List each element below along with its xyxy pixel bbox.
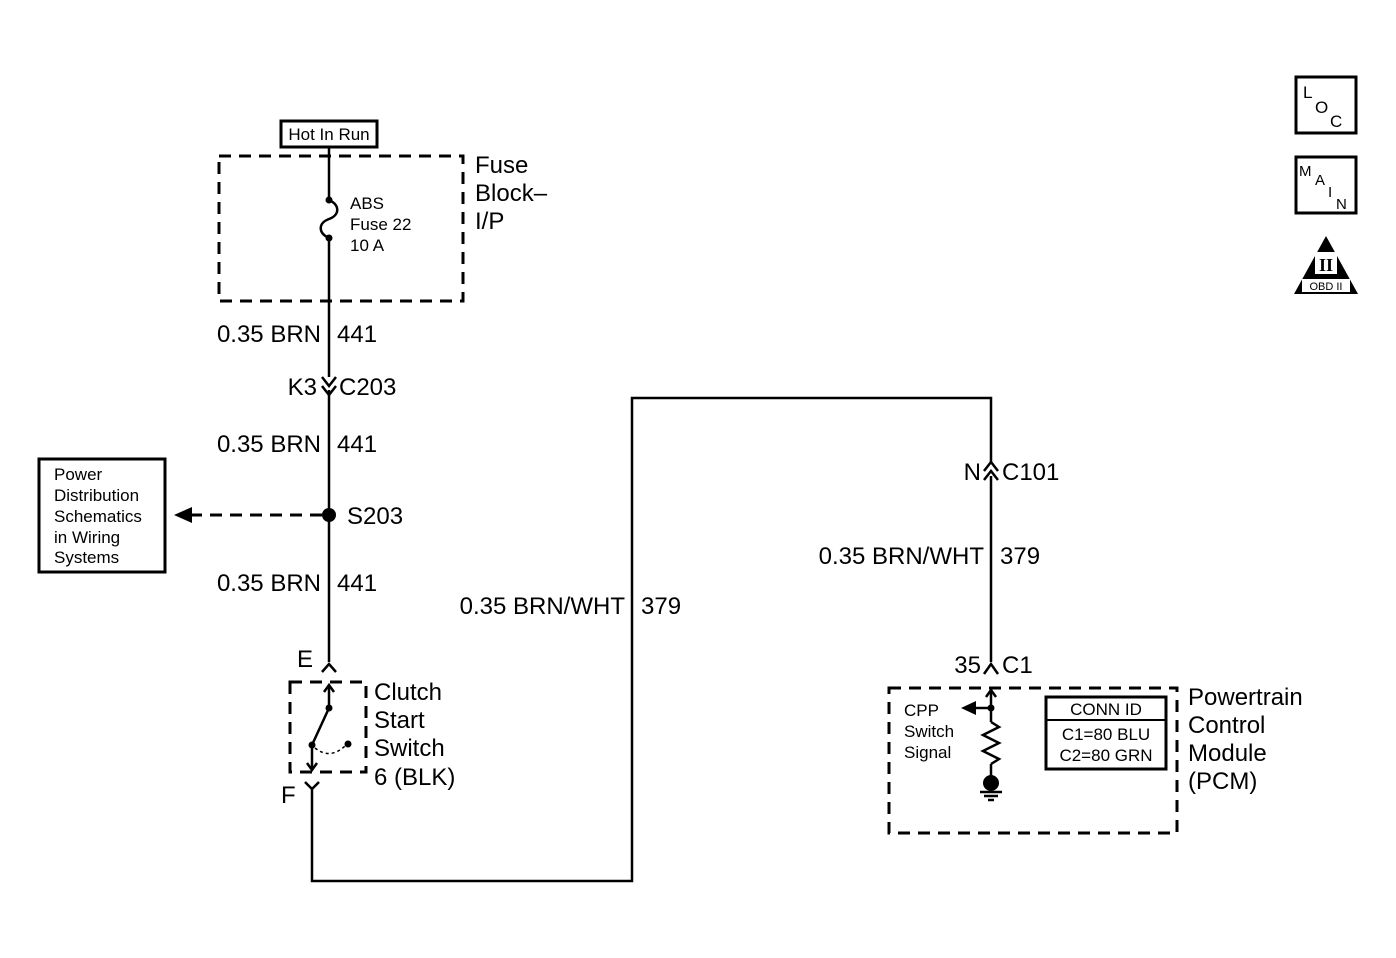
svg-text:CONN ID: CONN ID [1070, 700, 1142, 719]
clutch-start-switch: E F [281, 646, 368, 809]
svg-text:Module: Module [1188, 740, 1267, 767]
conn-id-box: CONN ID C1=80 BLU C2=80 GRN [1044, 695, 1168, 771]
svg-text:C101: C101 [1002, 459, 1059, 486]
svg-text:Switch: Switch [904, 722, 954, 741]
svg-text:Power: Power [54, 465, 103, 484]
power-distribution-reference-box: Power Distribution Schematics in Wiring … [37, 457, 167, 574]
clutch-switch-label: Clutch Start Switch 6 (BLK) [374, 679, 455, 791]
hot-in-run-tag: Hot In Run [279, 119, 379, 149]
reference-arrow-head [174, 507, 192, 523]
svg-text:I/P: I/P [475, 208, 504, 235]
svg-text:C1=80 BLU: C1=80 BLU [1062, 725, 1150, 744]
svg-text:0.35 BRN: 0.35 BRN [217, 321, 321, 348]
wire-379 [310, 396, 993, 883]
main-icon[interactable]: M A I N [1294, 155, 1358, 215]
svg-text:in Wiring: in Wiring [54, 528, 120, 547]
wire-label-441-3: 0.35 BRN 441 [217, 570, 377, 597]
svg-text:Signal: Signal [904, 743, 951, 762]
wire-label-379-2: 0.35 BRN/WHT 379 [819, 543, 1040, 570]
svg-text:379: 379 [641, 593, 681, 620]
splice-s203: S203 [322, 503, 403, 530]
pcm-outline [887, 686, 1179, 835]
svg-text:Hot In Run: Hot In Run [288, 125, 369, 144]
svg-text:L: L [1303, 83, 1312, 102]
wire-label-441-2: 0.35 BRN 441 [217, 431, 377, 458]
svg-text:I: I [1328, 184, 1332, 201]
svg-text:379: 379 [1000, 543, 1040, 570]
svg-text:Control: Control [1188, 712, 1265, 739]
svg-text:0.35 BRN/WHT: 0.35 BRN/WHT [460, 593, 626, 620]
svg-text:Clutch: Clutch [374, 679, 442, 706]
wire-label-441-1: 0.35 BRN 441 [217, 321, 377, 348]
svg-text:C203: C203 [339, 374, 396, 401]
svg-text:Powertrain: Powertrain [1188, 684, 1303, 711]
svg-text:F: F [281, 782, 296, 809]
svg-text:M: M [1299, 163, 1312, 180]
svg-text:ABS: ABS [350, 194, 384, 213]
svg-text:Switch: Switch [374, 735, 445, 762]
svg-text:441: 441 [337, 570, 377, 597]
svg-text:N: N [964, 459, 981, 486]
svg-text:Fuse 22: Fuse 22 [350, 215, 411, 234]
svg-text:0.35 BRN/WHT: 0.35 BRN/WHT [819, 543, 985, 570]
svg-text:OBD II: OBD II [1309, 281, 1342, 293]
pcm-label: Powertrain Control Module (PCM) [1188, 684, 1303, 795]
svg-text:A: A [1315, 172, 1325, 189]
svg-text:10 A: 10 A [350, 236, 385, 255]
svg-text:K3: K3 [288, 374, 317, 401]
svg-text:(PCM): (PCM) [1188, 768, 1257, 795]
fuse-block-outline [217, 154, 465, 303]
svg-text:Fuse: Fuse [475, 152, 528, 179]
cpp-signal-label: CPP Switch Signal [904, 701, 954, 762]
svg-text:Start: Start [374, 707, 425, 734]
svg-text:C2=80 GRN: C2=80 GRN [1059, 746, 1152, 765]
svg-text:S203: S203 [347, 503, 403, 530]
fuse-label: ABS Fuse 22 10 A [350, 194, 411, 255]
cpp-input-circuit [961, 687, 1002, 802]
svg-text:C: C [1330, 112, 1342, 131]
obd-ii-icon[interactable]: II OBD II [1294, 236, 1358, 294]
svg-text:E: E [297, 646, 313, 673]
svg-text:II: II [1319, 255, 1333, 275]
svg-text:Schematics: Schematics [54, 507, 142, 526]
svg-text:0.35 BRN: 0.35 BRN [217, 570, 321, 597]
loc-icon[interactable]: L O C [1294, 75, 1358, 135]
svg-text:Distribution: Distribution [54, 486, 139, 505]
connector-c203: K3 C203 [288, 374, 397, 401]
svg-text:N: N [1336, 196, 1347, 213]
svg-text:6 (BLK): 6 (BLK) [374, 764, 455, 791]
svg-text:Block–: Block– [475, 180, 548, 207]
svg-text:35: 35 [954, 652, 981, 679]
fuse-symbol [319, 196, 339, 242]
wire-label-379-1: 0.35 BRN/WHT 379 [460, 593, 681, 620]
svg-text:CPP: CPP [904, 701, 939, 720]
svg-text:441: 441 [337, 431, 377, 458]
svg-text:O: O [1315, 98, 1328, 117]
svg-text:441: 441 [337, 321, 377, 348]
fuse-block-label: Fuse Block– I/P [475, 152, 548, 235]
svg-text:Systems: Systems [54, 548, 119, 567]
svg-text:C1: C1 [1002, 652, 1033, 679]
svg-text:0.35 BRN: 0.35 BRN [217, 431, 321, 458]
connector-pcm-c1: 35 C1 [954, 652, 1032, 679]
connector-c101: N C101 [964, 459, 1060, 486]
